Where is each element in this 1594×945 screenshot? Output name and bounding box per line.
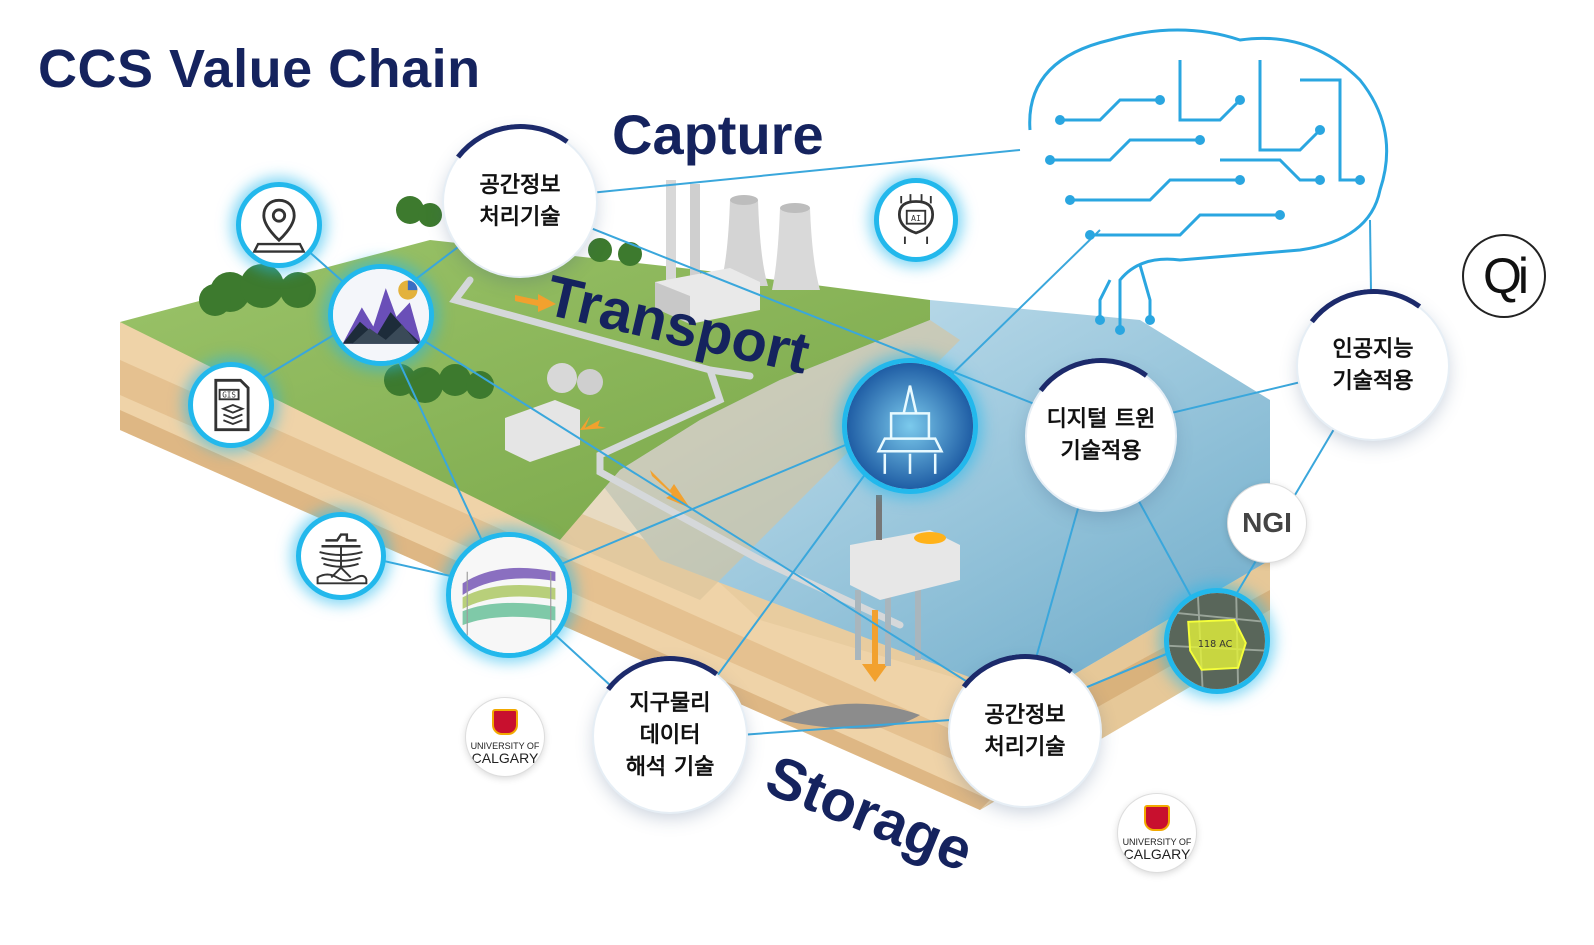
- ngi-logo: NGI: [1228, 484, 1306, 562]
- trees: [199, 196, 642, 403]
- qi-logo-text: Qi: [1483, 248, 1529, 304]
- ucalgary-line1: UNIVERSITY OF: [470, 741, 540, 751]
- geologic-model-icon: [446, 532, 572, 658]
- node-spatial-info-bottom-label: 공간정보 처리기술: [984, 703, 1066, 760]
- map-pin-icon: [236, 182, 322, 268]
- node-spatial-info-top-label: 공간정보 처리기술: [479, 173, 561, 230]
- stage-capture-label: Capture: [612, 103, 824, 166]
- node-geophysics-label: 지구물리 데이터 해석 기술: [625, 691, 715, 780]
- node-spatial-info-bottom: 공간정보 처리기술: [935, 643, 1115, 821]
- seismic-survey-icon: [296, 512, 386, 600]
- power-plant: [505, 180, 820, 462]
- page-title: CCS Value Chain: [38, 39, 481, 99]
- node-digital-twin-label: 디지털 트윈 기술적용: [1046, 407, 1156, 464]
- ai-chip-icon: AI: [874, 178, 958, 262]
- ucalgary-line2: CALGARY: [471, 750, 539, 766]
- ucalgary-line1: UNIVERSITY OF: [1122, 837, 1192, 847]
- offshore-rig-icon: [842, 358, 978, 494]
- qi-logo: Qi: [1464, 236, 1544, 316]
- node-ai-apply-label: 인공지능 기술적용: [1332, 337, 1414, 394]
- ngi-logo-text: NGI: [1242, 507, 1292, 538]
- gis-file-icon: GIS: [188, 362, 274, 448]
- satellite-map-icon: 118 AC: [1164, 588, 1270, 694]
- ucalgary-crest-icon: [492, 709, 518, 735]
- node-ai-apply: 인공지능 기술적용: [1284, 278, 1462, 454]
- ucalgary-line2: CALGARY: [1123, 846, 1191, 862]
- node-geophysics: 지구물리 데이터 해석 기술: [579, 645, 761, 827]
- gis-label: GIS: [222, 390, 236, 399]
- pipelines: [449, 276, 904, 629]
- flow-arrows: [515, 294, 888, 682]
- node-digital-twin: 디지털 트윈 기술적용: [1012, 347, 1190, 525]
- node-spatial-info-top: 공간정보 처리기술: [429, 113, 611, 291]
- ai-label: AI: [911, 213, 921, 223]
- data-visualization-icon: [328, 264, 434, 366]
- ucalgary-logo-right: UNIVERSITY OF CALGARY: [1118, 794, 1196, 872]
- map-area-label: 118 AC: [1198, 639, 1233, 650]
- ucalgary-crest-icon: [1144, 805, 1170, 831]
- circuit-brain-icon: [1028, 28, 1389, 335]
- ucalgary-logo-left: UNIVERSITY OF CALGARY: [466, 698, 544, 776]
